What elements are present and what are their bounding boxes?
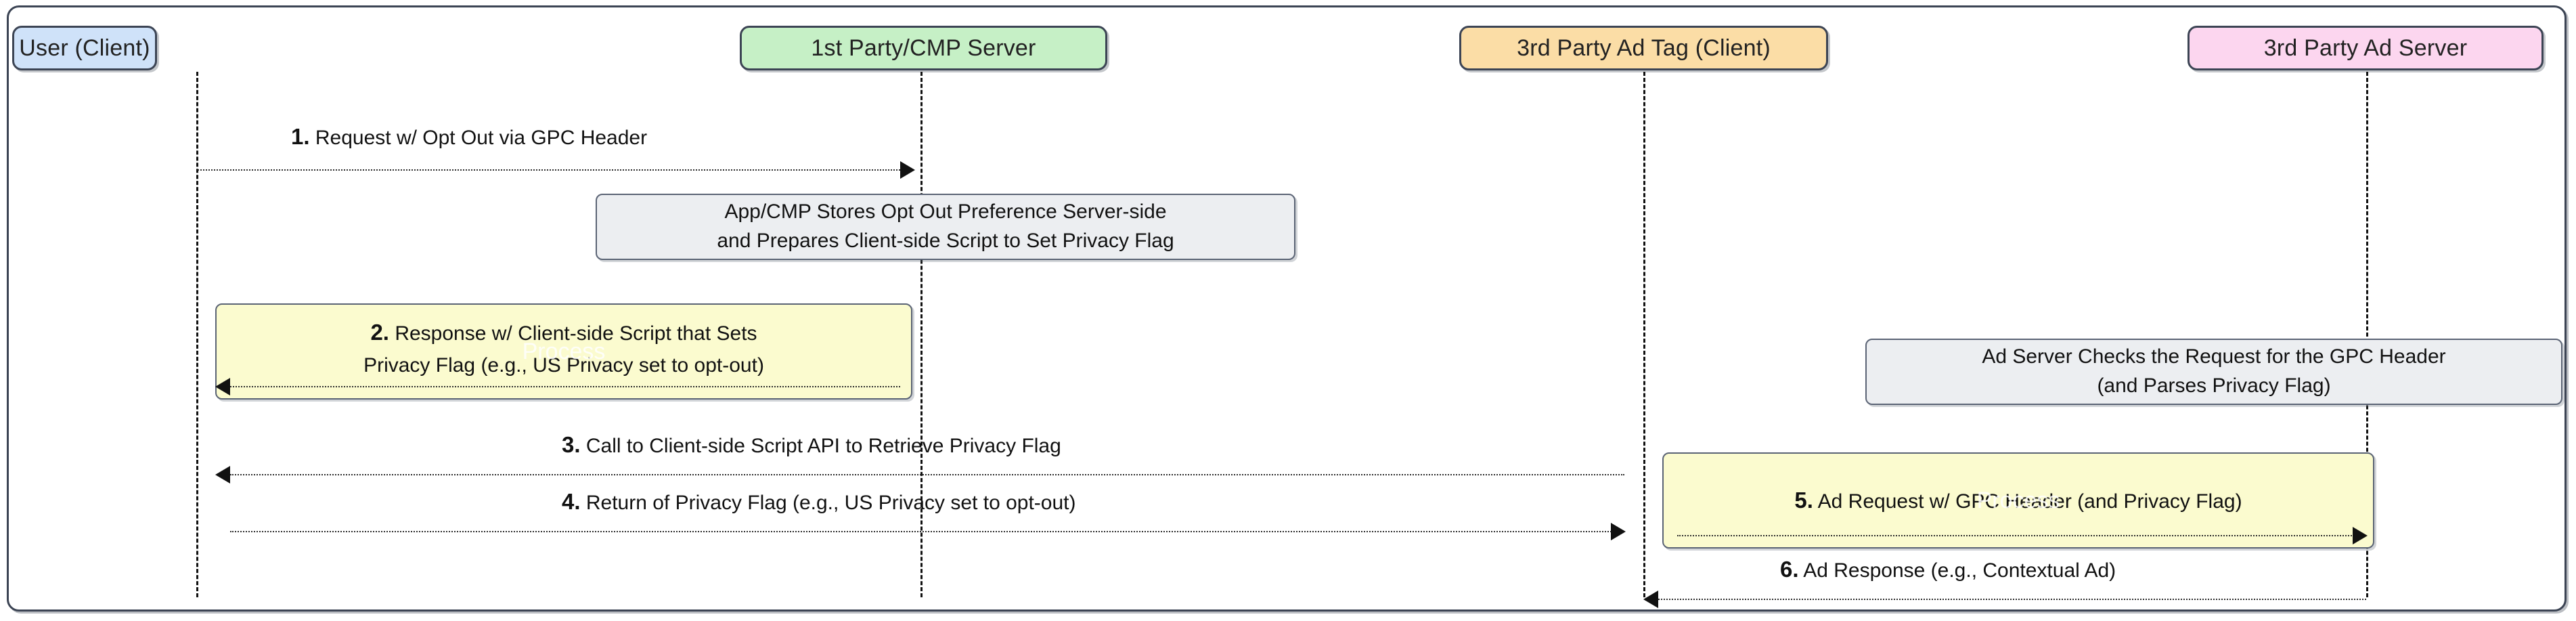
message-4-number: 4. (562, 489, 581, 514)
message-5-text: Ad Request w/ GPC Header (and Privacy Fl… (1817, 490, 2242, 513)
note-cmp-stores-line-2: and Prepares Client-side Script to Set P… (717, 230, 1174, 252)
message-6-label: 6. Ad Response (e.g., Contextual Ad) (1780, 557, 2116, 582)
message-5-number: 5. (1794, 487, 1813, 513)
participant-label-user: User (Client) (19, 35, 150, 61)
message-2-line (230, 386, 900, 387)
message-5-arrowhead (2353, 527, 2368, 544)
note-adserver-checks-line-2: (and Parses Privacy Flag) (2097, 374, 2331, 397)
lifeline-user (196, 72, 198, 597)
message-2-arrowhead (215, 378, 230, 395)
message-4-text: Return of Privacy Flag (e.g., US Privacy… (585, 492, 1076, 514)
message-4-arrowhead (1611, 523, 1626, 540)
lifeline-ad-server (2366, 72, 2368, 597)
note-ad-request: Process 5. Ad Request w/ GPC Header (and… (1662, 452, 2374, 549)
message-1-arrowhead (900, 161, 915, 179)
message-2-text-line-2: Privacy Flag (e.g., US Privacy set to op… (363, 354, 764, 377)
message-5-line (1677, 535, 2359, 536)
note-adserver-checks: Ad Server Checks the Request for the GPC… (1865, 339, 2562, 405)
message-3-text: Call to Client-side Script API to Retrie… (585, 435, 1061, 457)
lifeline-ad-tag (1643, 72, 1645, 597)
message-3-arrowhead (215, 466, 230, 484)
message-1-line (198, 169, 900, 171)
message-2-number: 2. (370, 320, 389, 345)
note-cmp-stores-line-1: App/CMP Stores Opt Out Preference Server… (724, 200, 1167, 223)
participant-cmp-server[interactable]: 1st Party/CMP Server (740, 26, 1107, 70)
note-adserver-checks-line-1: Ad Server Checks the Request for the GPC… (1982, 345, 2446, 368)
message-6-number: 6. (1780, 557, 1799, 582)
message-6-text: Ad Response (e.g., Contextual Ad) (1803, 559, 2116, 582)
message-5-label: 5. Ad Request w/ GPC Header (and Privacy… (1794, 485, 2242, 517)
message-2-text-line-1: Response w/ Client-side Script that Sets (395, 322, 757, 345)
participant-user[interactable]: User (Client) (12, 26, 157, 70)
message-3-label: 3. Call to Client-side Script API to Ret… (562, 432, 1061, 458)
message-2-label-line-2: Privacy Flag (e.g., US Privacy set to op… (363, 351, 764, 381)
message-2-label: 2. Response w/ Client-side Script that S… (370, 317, 757, 349)
message-4-label: 4. Return of Privacy Flag (e.g., US Priv… (562, 489, 1075, 515)
message-6-arrowhead (1643, 591, 1658, 608)
message-3-line (230, 474, 1624, 475)
participant-ad-tag[interactable]: 3rd Party Ad Tag (Client) (1459, 26, 1828, 70)
message-1-text: Request w/ Opt Out via GPC Header (315, 127, 648, 149)
participant-ad-server[interactable]: 3rd Party Ad Server (2188, 26, 2544, 70)
note-cmp-stores: App/CMP Stores Opt Out Preference Server… (596, 194, 1295, 260)
participant-label-ad-server: 3rd Party Ad Server (2263, 35, 2468, 61)
message-3-number: 3. (562, 432, 581, 457)
message-1-number: 1. (291, 124, 310, 149)
lifeline-cmp-server (920, 72, 923, 597)
message-6-line (1658, 599, 2366, 600)
participant-label-cmp-server: 1st Party/CMP Server (811, 35, 1036, 61)
message-1-label: 1. Request w/ Opt Out via GPC Header (291, 124, 647, 150)
note-response-script: Process 2. Response w/ Client-side Scrip… (215, 303, 912, 400)
message-4-line (230, 531, 1624, 532)
participant-label-ad-tag: 3rd Party Ad Tag (Client) (1517, 35, 1771, 61)
